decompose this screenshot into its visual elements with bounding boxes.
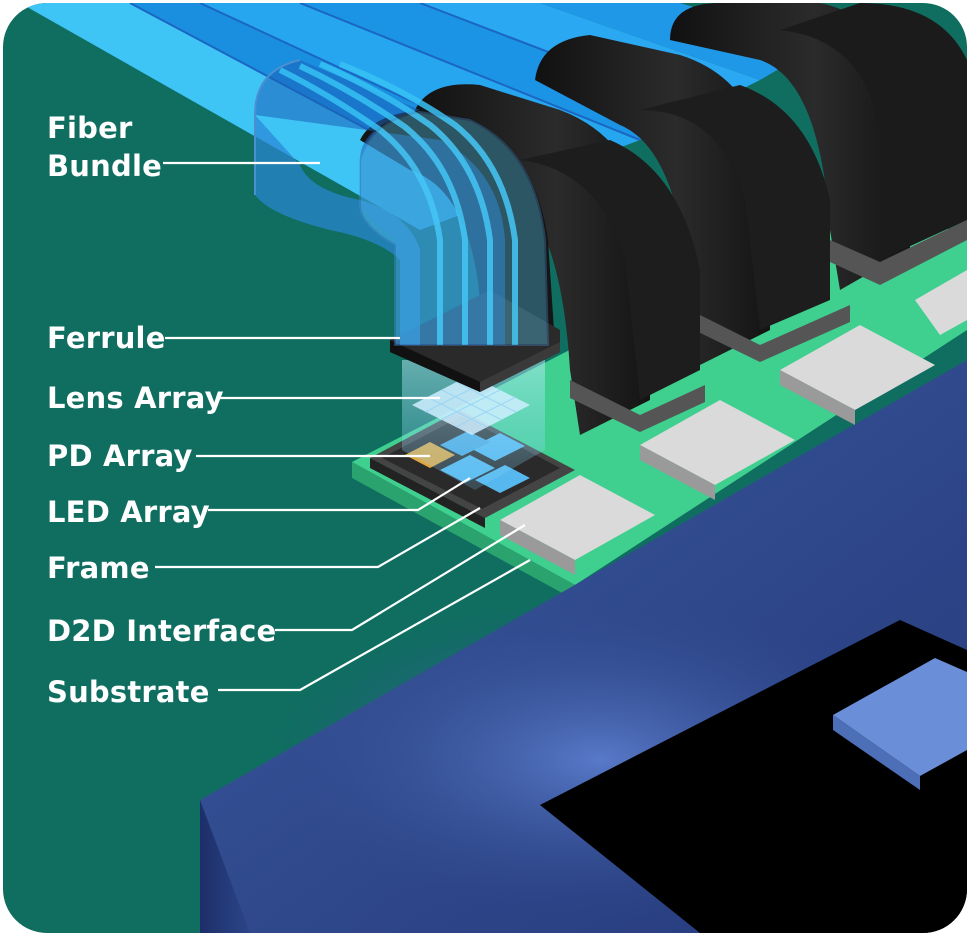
leader-frame <box>155 507 481 569</box>
d2d-pads <box>500 270 967 575</box>
light-column <box>402 360 545 490</box>
label-fiber-bundle: Fiber Bundle <box>47 109 162 185</box>
label-fiber-bundle-line2: Bundle <box>47 149 162 183</box>
label-lens-array: Lens Array <box>47 381 224 415</box>
label-d2d-interface: D2D Interface <box>47 614 277 648</box>
label-ferrule: Ferrule <box>47 321 166 355</box>
chip-package <box>200 360 967 933</box>
ferrule-background-3 <box>670 3 967 290</box>
label-fiber-bundle-line1: Fiber <box>47 111 133 145</box>
fiber-bend-front <box>254 59 550 346</box>
label-substrate: Substrate <box>47 675 210 709</box>
label-pd-array: PD Array <box>47 439 193 473</box>
diagram-frame: Fiber Bundle Ferrule Lens Array PD Array… <box>3 3 967 933</box>
label-frame: Frame <box>47 551 150 585</box>
diagram-illustration <box>20 3 967 933</box>
leader-d2d-interface <box>275 524 526 632</box>
leader-substrate <box>218 559 531 692</box>
ferrule-background-2 <box>535 35 850 365</box>
leader-led-array <box>208 477 471 512</box>
leader-lines <box>155 161 531 692</box>
ferrule-background-1 <box>415 84 705 436</box>
label-led-array: LED Array <box>47 495 210 529</box>
